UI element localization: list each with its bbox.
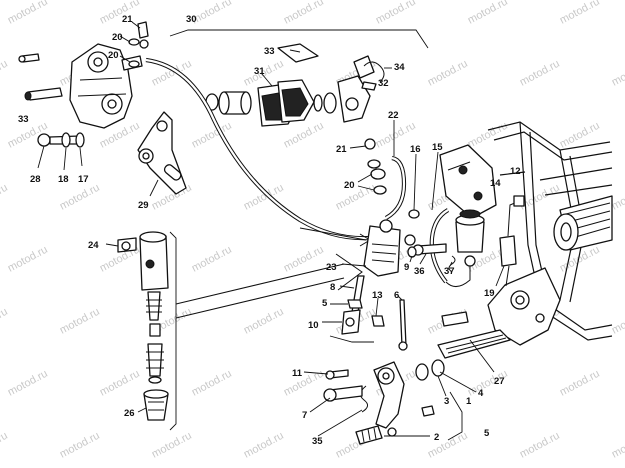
- callout-37: 37: [444, 266, 455, 277]
- watermark-text: motod.ru: [610, 430, 625, 461]
- watermark-text: motod.ru: [334, 182, 378, 213]
- callout-16: 16: [410, 144, 421, 155]
- callout-18: 18: [58, 174, 69, 185]
- callout-27: 27: [494, 376, 505, 387]
- callout-2: 2: [434, 432, 439, 443]
- callout-20: 20: [112, 32, 123, 43]
- watermark-text: motod.ru: [58, 306, 102, 337]
- callout-7: 7: [302, 410, 307, 421]
- callout-leaders: [37, 21, 505, 437]
- watermark-text: motod.ru: [610, 58, 625, 89]
- watermark-text: motod.ru: [0, 430, 10, 461]
- callout-4: 4: [478, 388, 484, 399]
- callout-9: 9: [404, 262, 409, 273]
- rear-brake-caliper: [18, 21, 149, 129]
- callout-23: 23: [326, 262, 337, 273]
- callout-30: 30: [186, 14, 197, 25]
- callout-28: 28: [30, 174, 41, 185]
- watermark-text: motod.ru: [0, 182, 10, 213]
- watermark-text: motod.ru: [150, 430, 194, 461]
- watermark-text: motod.ru: [6, 244, 50, 275]
- watermark-text: motod.ru: [374, 0, 418, 27]
- callout-34: 34: [394, 62, 405, 73]
- brake-pad-set: [169, 29, 429, 127]
- callout-3: 3: [444, 396, 449, 407]
- watermark-text: motod.ru: [242, 430, 286, 461]
- mounting-plate: [439, 144, 497, 219]
- callout-8: 8: [330, 282, 335, 293]
- watermark-text: motod.ru: [466, 120, 510, 151]
- rear-master-cylinder: [341, 219, 456, 335]
- callout-15: 15: [432, 142, 443, 153]
- callout-1: 1: [466, 396, 472, 407]
- callout-32: 32: [378, 78, 389, 89]
- watermark-text: motod.ru: [518, 430, 562, 461]
- watermark-text: motod.ru: [558, 0, 602, 27]
- watermark-text: motod.ru: [282, 0, 326, 27]
- callout-21: 21: [336, 144, 347, 155]
- callout-6: 6: [394, 290, 399, 301]
- callout-36: 36: [414, 266, 425, 277]
- watermark-text: motod.ru: [190, 368, 234, 399]
- callout-11: 11: [292, 368, 303, 379]
- callout-31: 31: [254, 66, 265, 77]
- watermark-text: motod.ru: [426, 430, 470, 461]
- callout-5: 5: [322, 298, 328, 309]
- callout-17: 17: [78, 174, 89, 185]
- callout-26: 26: [124, 408, 135, 419]
- callout-10: 10: [308, 320, 319, 331]
- watermark-text: motod.ru: [6, 0, 50, 27]
- watermark-text: motod.ru: [6, 368, 50, 399]
- brake-light-switch: [499, 195, 525, 287]
- watermark-text: motod.ru: [242, 306, 286, 337]
- watermark-text: motod.ru: [98, 0, 142, 27]
- caliper-bracket: [137, 111, 187, 195]
- caliper-piston-assembly: [117, 231, 363, 431]
- brake-pedal-assembly: [323, 299, 463, 445]
- watermark-text: motod.ru: [518, 58, 562, 89]
- watermark-text: motod.ru: [98, 368, 142, 399]
- callout-33: 33: [18, 114, 29, 125]
- callout-24: 24: [88, 240, 99, 251]
- callout-20: 20: [108, 50, 119, 61]
- callout-20: 20: [344, 180, 355, 191]
- motorcycle-frame: [487, 121, 613, 341]
- caliper-mount-bolt: [37, 132, 85, 148]
- watermark-text: motod.ru: [282, 368, 326, 399]
- watermark-text: motod.ru: [558, 120, 602, 151]
- callout-33: 33: [264, 46, 275, 57]
- watermark-text: motod.ru: [190, 244, 234, 275]
- callout-19: 19: [484, 288, 495, 299]
- callout-5: 5: [484, 428, 490, 439]
- callout-35: 35: [312, 436, 323, 447]
- watermark-text: motod.ru: [426, 58, 470, 89]
- fluid-reservoir: [429, 208, 485, 287]
- callout-labels: 21 30 20 20 33 34 31 32 33 22 21 16 15 1…: [18, 14, 521, 447]
- watermark-text: motod.ru: [242, 182, 286, 213]
- watermark-text: motod.ru: [610, 306, 625, 337]
- watermark-text: motod.ru: [58, 182, 102, 213]
- watermark-text: motod.ru: [466, 0, 510, 27]
- watermark-text: motod.ru: [0, 306, 10, 337]
- callout-22: 22: [388, 110, 399, 121]
- footrest-bracket: [437, 267, 561, 359]
- callout-29: 29: [138, 200, 149, 211]
- watermark-text: motod.ru: [58, 430, 102, 461]
- callout-12: 12: [510, 166, 521, 177]
- watermark-text: motod.ru: [0, 58, 10, 89]
- watermark-text: motod.ru: [558, 368, 602, 399]
- callout-14: 14: [490, 178, 501, 189]
- callout-13: 13: [372, 290, 383, 301]
- callout-21: 21: [122, 14, 133, 25]
